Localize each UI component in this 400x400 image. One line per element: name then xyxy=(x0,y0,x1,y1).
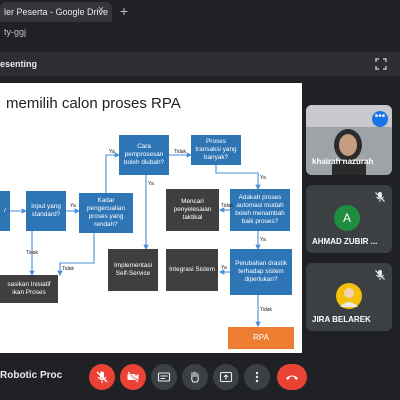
address-bar[interactable]: ty-ggj xyxy=(0,22,400,42)
flow-box-perubahan-text: Perubahan drastik terhadap sistem diperl… xyxy=(235,260,287,283)
mic-off-icon xyxy=(375,192,385,202)
flow-box-integrasi: Integrasi Sistem xyxy=(166,249,218,291)
flow-box-adakah-text: Adakah proses automasi mudah boleh menam… xyxy=(235,194,285,225)
participant-tile[interactable]: JIRA BELAREK xyxy=(306,263,392,331)
raise-hand-button[interactable] xyxy=(182,364,208,390)
browser-tab-title: ler Peserta - Google Drive xyxy=(4,7,109,17)
raise-hand-icon xyxy=(191,371,199,383)
presenting-label: esenting xyxy=(0,59,38,69)
camera-off-icon xyxy=(127,371,139,383)
flow-box-cara-text: Cara pemprosesan boleh diubah? xyxy=(123,143,165,166)
end-call-button[interactable] xyxy=(277,364,307,390)
flow-box-kadar: Kadar pengecualian proses yang rendah? xyxy=(79,193,133,233)
flow-box-sasikan-text: sasikan Inisiatif ikan Proses xyxy=(7,281,51,296)
flow-label-ya: Ya xyxy=(221,265,227,271)
flow-label-ya: Ya xyxy=(148,181,154,187)
close-tab-icon[interactable]: × xyxy=(97,4,105,16)
shared-slide: memilih calon proses RPA xyxy=(0,83,302,353)
address-bar-url[interactable]: ty-ggj xyxy=(0,22,400,42)
flow-label-ya: Ya xyxy=(260,237,266,243)
more-options-button[interactable] xyxy=(244,364,270,390)
flowchart-arrows xyxy=(9,152,261,328)
flow-box-perubahan: Perubahan drastik terhadap sistem diperl… xyxy=(230,249,292,295)
participant-name: khairah nazurah xyxy=(312,157,374,166)
flow-box-adakah: Adakah proses automasi mudah boleh menam… xyxy=(230,189,290,231)
flow-box-mencari: Mencari penyelesaian taktikal xyxy=(166,189,219,231)
flow-box-rpa: RPA xyxy=(228,327,294,349)
flow-box-proses-transaksi-text: Proses transaksi yang banyak? xyxy=(195,138,237,161)
meeting-title: Robotic Proc xyxy=(0,370,63,381)
captions-button[interactable] xyxy=(151,364,177,390)
flow-label-ya: Ya xyxy=(260,175,266,181)
flow-label-tidak: Tidak xyxy=(26,250,39,256)
avatar xyxy=(336,283,362,309)
flow-box-input-standard: Input yang standard? xyxy=(26,191,66,231)
mic-toggle-button[interactable] xyxy=(89,364,115,390)
slide-title: memilih calon proses RPA xyxy=(6,95,181,112)
mic-off-icon xyxy=(375,270,385,280)
flow-box-implementasi: Implementasi Self-Service xyxy=(108,249,158,291)
participant-name: AHMAD ZUBIR ... xyxy=(312,237,378,246)
flow-box-integrasi-text: Integrasi Sistem xyxy=(169,266,215,273)
flow-box-sasikan: sasikan Inisiatif ikan Proses xyxy=(0,275,58,303)
flow-box-partial-text: / xyxy=(4,207,6,214)
participant-video-feed xyxy=(306,105,392,175)
flow-label-tidak: Tidak xyxy=(221,203,234,209)
present-button[interactable] xyxy=(213,364,239,390)
participant-tile-video[interactable]: ••• khairah nazurah xyxy=(306,105,392,175)
present-icon xyxy=(219,371,233,383)
flow-label-tidak: Tidak xyxy=(62,266,75,272)
camera-toggle-button[interactable] xyxy=(120,364,146,390)
flow-box-implementasi-text: Implementasi Self-Service xyxy=(113,262,152,277)
flow-box-partial: / xyxy=(0,191,10,231)
new-tab-icon[interactable]: + xyxy=(119,3,129,19)
browser-tab[interactable]: ler Peserta - Google Drive xyxy=(0,2,112,22)
expand-icon[interactable] xyxy=(374,57,388,71)
flow-label-ya: Ya xyxy=(109,149,115,155)
captions-icon xyxy=(157,372,171,382)
flow-label-tidak: Tidak xyxy=(174,149,187,155)
end-call-icon xyxy=(286,375,298,380)
presenting-bar: esenting xyxy=(0,52,400,76)
participant-name: JIRA BELAREK xyxy=(312,315,371,324)
participant-tile[interactable]: A AHMAD ZUBIR ... xyxy=(306,185,392,253)
flow-box-input-standard-text: Input yang standard? xyxy=(31,203,61,218)
mic-off-icon xyxy=(96,371,108,383)
flow-box-rpa-text: RPA xyxy=(253,333,269,342)
browser-tab-bar: ler Peserta - Google Drive × + xyxy=(0,0,400,22)
more-icon xyxy=(255,371,259,383)
flow-label-ya: Ya xyxy=(70,203,76,209)
flow-box-kadar-text: Kadar pengecualian proses yang rendah? xyxy=(86,197,126,228)
avatar: A xyxy=(334,205,360,231)
flow-label-tidak: Tidak xyxy=(260,307,273,313)
more-options-icon[interactable]: ••• xyxy=(372,111,388,127)
flow-box-proses-transaksi: Proses transaksi yang banyak? xyxy=(191,135,241,165)
flow-box-cara: Cara pemprosesan boleh diubah? xyxy=(119,135,169,175)
flow-box-mencari-text: Mencari penyelesaian taktikal xyxy=(173,198,212,221)
